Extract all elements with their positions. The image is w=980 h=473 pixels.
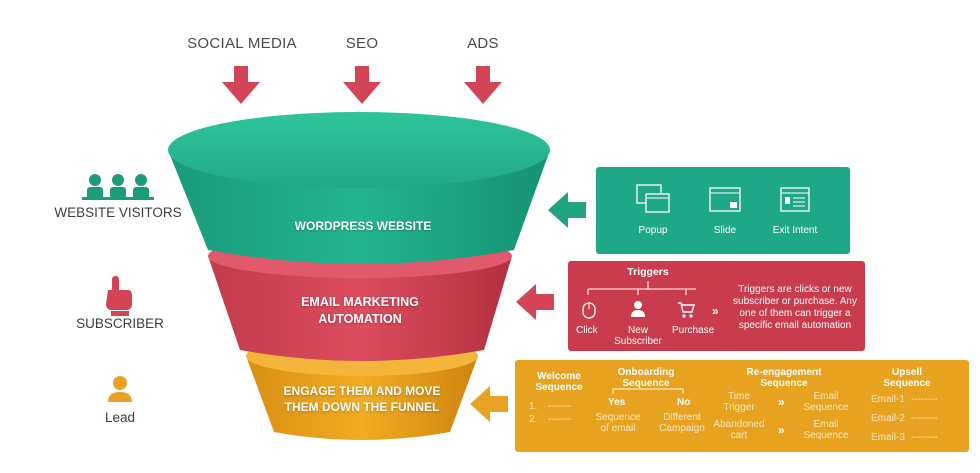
source-label-social-media: SOCIAL MEDIA [187,35,297,52]
upsell-row-1-label: Email-1 [871,394,905,405]
lead-person-icon [108,376,132,402]
orange-panel-arrow-icon [470,386,508,422]
welcome-title: Welcome Sequence [535,371,583,393]
exit-intent-label: Exit Intent [772,225,818,236]
exit-intent-icon [780,187,810,218]
pointing-hand-icon [106,276,132,316]
red-panel-arrow-icon [516,284,554,320]
stage-label-website-visitors: WEBSITE VISITORS [54,205,182,220]
green-panel-arrow-icon [548,192,586,228]
cart-icon [677,301,695,324]
reengagement-row-2-left: Abandoned cart [713,419,765,441]
source-label-ads: ADS [467,35,499,52]
upsell-row-3-dashes: -------- [911,432,938,443]
onboarding-branch-lines [612,388,684,394]
mouse-icon [582,299,596,324]
upsell-row-3-label: Email-3 [871,432,905,443]
slide-icon [709,187,741,218]
funnel-stage-visitors [168,112,550,264]
welcome-row-2-number: 2. [529,414,538,425]
reengagement-row-2-arrow-icon: » [778,423,785,437]
trigger-click-label: Click [576,325,598,336]
reengagement-title: Re-engagement Sequence [746,367,822,389]
welcome-row-1-number: 1. [529,401,538,412]
triggers-title: Triggers [627,266,669,278]
reengagement-row-2-right: Email Sequence [803,419,849,441]
stage-label-subscriber: SUBSCRIBER [76,316,164,331]
trigger-new-subscriber-label: New Subscriber [614,325,662,347]
reengagement-row-1-arrow-icon: » [778,395,785,409]
source-label-seo: SEO [345,35,379,52]
user-icon [630,300,646,323]
seo-arrow-icon [343,66,381,104]
upsell-row-2-dashes: -------- [911,413,938,424]
upsell-row-1-dashes: -------- [911,394,938,405]
onboarding-title: Onboarding Sequence [617,367,675,389]
green-panel: Popup Slide Exit Intent [596,167,850,254]
upsell-row-2-label: Email-2 [871,413,905,424]
popup-icon [636,184,670,219]
reengagement-row-1-right: Email Sequence [803,391,849,413]
onboarding-no-text: Different Campaign [659,412,705,434]
triggers-arrow-icon: » [712,304,719,318]
funnel-text-wordpress: WORDPRESS WEBSITE [294,219,432,233]
orange-panel: Welcome Sequence 1. ------- 2. ------- O… [515,360,969,452]
red-panel: Triggers Click New Subscriber Purchase »… [568,261,865,351]
onboarding-no: No [677,397,691,408]
triggers-tree-lines [587,281,696,295]
ads-arrow-icon [464,66,502,104]
funnel-text-engage: ENGAGE THEM AND MOVE THEM DOWN THE FUNNE… [283,384,441,414]
welcome-row-1-dashes: ------- [548,401,572,412]
triggers-description: Triggers are clicks or new subscriber or… [733,284,857,331]
stage-label-lead: Lead [104,410,136,425]
welcome-row-2-dashes: ------- [548,414,572,425]
slide-label: Slide [713,225,737,236]
onboarding-yes-text: Sequence of email [595,412,641,434]
social-media-arrow-icon [222,66,260,104]
visitors-group-icon [82,174,154,200]
trigger-purchase-label: Purchase [672,325,715,336]
onboarding-yes: Yes [608,397,626,408]
popup-label: Popup [638,225,668,236]
funnel-text-email-automation: EMAIL MARKETING AUTOMATION [301,295,419,326]
upsell-title: Upsell Sequence [883,367,931,389]
reengagement-row-1-left: Time Trigger [723,391,755,413]
